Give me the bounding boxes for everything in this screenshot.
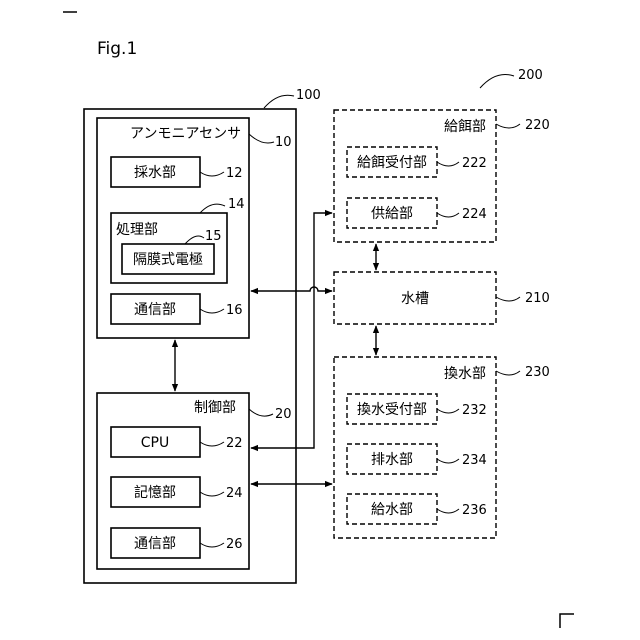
system-200-ref: 200 bbox=[518, 68, 543, 83]
drain-unit-label: 排水部 bbox=[371, 452, 413, 468]
device-100-box bbox=[84, 109, 296, 583]
sensor-communication-leader bbox=[200, 309, 224, 313]
diaphragm-electrode-ref: 15 bbox=[205, 229, 222, 244]
controller-communication-label: 通信部 bbox=[134, 536, 176, 552]
feeding-unit-leader bbox=[496, 124, 520, 128]
system-200-leader bbox=[480, 75, 514, 89]
water-tank-leader bbox=[496, 297, 520, 301]
sensor-communication-label: 通信部 bbox=[134, 302, 176, 318]
controller-leader bbox=[249, 409, 273, 416]
diaphragm-electrode-label: 隔膜式電極 bbox=[133, 252, 203, 268]
figure-title: Fig.1 bbox=[97, 39, 137, 59]
supplier-ref: 224 bbox=[462, 207, 487, 222]
controller-label: 制御部 bbox=[194, 400, 236, 416]
exchange-receiver-ref: 232 bbox=[462, 403, 487, 418]
diaphragm-electrode-leader bbox=[185, 236, 204, 244]
feeding-unit-ref: 220 bbox=[525, 118, 550, 133]
water-tank-label: 水槽 bbox=[401, 291, 429, 307]
water-exchange-unit-leader bbox=[496, 371, 520, 375]
sampling-unit-ref: 12 bbox=[226, 166, 243, 181]
memory-leader bbox=[200, 492, 224, 496]
processing-unit-label: 処理部 bbox=[116, 222, 158, 238]
controller-ref: 20 bbox=[275, 407, 292, 422]
processing-unit-ref: 14 bbox=[228, 197, 245, 212]
device-100-leader bbox=[264, 95, 294, 108]
feed-receiver-leader bbox=[437, 162, 459, 166]
feed-receiver-ref: 222 bbox=[462, 156, 487, 171]
sampling-unit-leader bbox=[200, 172, 224, 176]
feeding-unit-label: 給餌部 bbox=[444, 118, 486, 135]
sensor-communication-ref: 16 bbox=[226, 303, 243, 318]
ammonia-sensor-label: アンモニアセンサ bbox=[130, 126, 241, 142]
exchange-receiver-leader bbox=[437, 409, 459, 413]
water-exchange-unit-label: 換水部 bbox=[444, 366, 486, 382]
supply-unit-label: 給水部 bbox=[371, 502, 413, 518]
water-exchange-unit-ref: 230 bbox=[525, 365, 550, 380]
ammonia-sensor-leader bbox=[249, 134, 274, 143]
memory-ref: 24 bbox=[226, 486, 243, 501]
device-100-ref: 100 bbox=[296, 88, 321, 103]
supplier-leader bbox=[437, 213, 459, 217]
controller-communication-ref: 26 bbox=[226, 537, 243, 552]
supplier-label: 供給部 bbox=[371, 206, 413, 222]
supply-unit-leader bbox=[437, 509, 459, 513]
memory-label: 記憶部 bbox=[134, 484, 176, 501]
drain-unit-leader bbox=[437, 459, 459, 463]
cpu-leader bbox=[200, 442, 224, 446]
cpu-label: CPU bbox=[141, 435, 169, 451]
controller-communication-leader bbox=[200, 543, 224, 547]
sampling-unit-label: 採水部 bbox=[134, 165, 176, 181]
exchange-receiver-label: 換水受付部 bbox=[357, 402, 427, 418]
supply-unit-ref: 236 bbox=[462, 503, 487, 518]
cpu-ref: 22 bbox=[226, 436, 243, 451]
ammonia-sensor-ref: 10 bbox=[275, 135, 292, 150]
drain-unit-ref: 234 bbox=[462, 453, 487, 468]
processing-unit-leader bbox=[200, 204, 225, 213]
water-tank-ref: 210 bbox=[525, 291, 550, 306]
crop-mark-bottom-right bbox=[560, 614, 574, 628]
feed-receiver-label: 給餌受付部 bbox=[357, 154, 427, 171]
arrow-sensor-tank bbox=[251, 287, 332, 291]
